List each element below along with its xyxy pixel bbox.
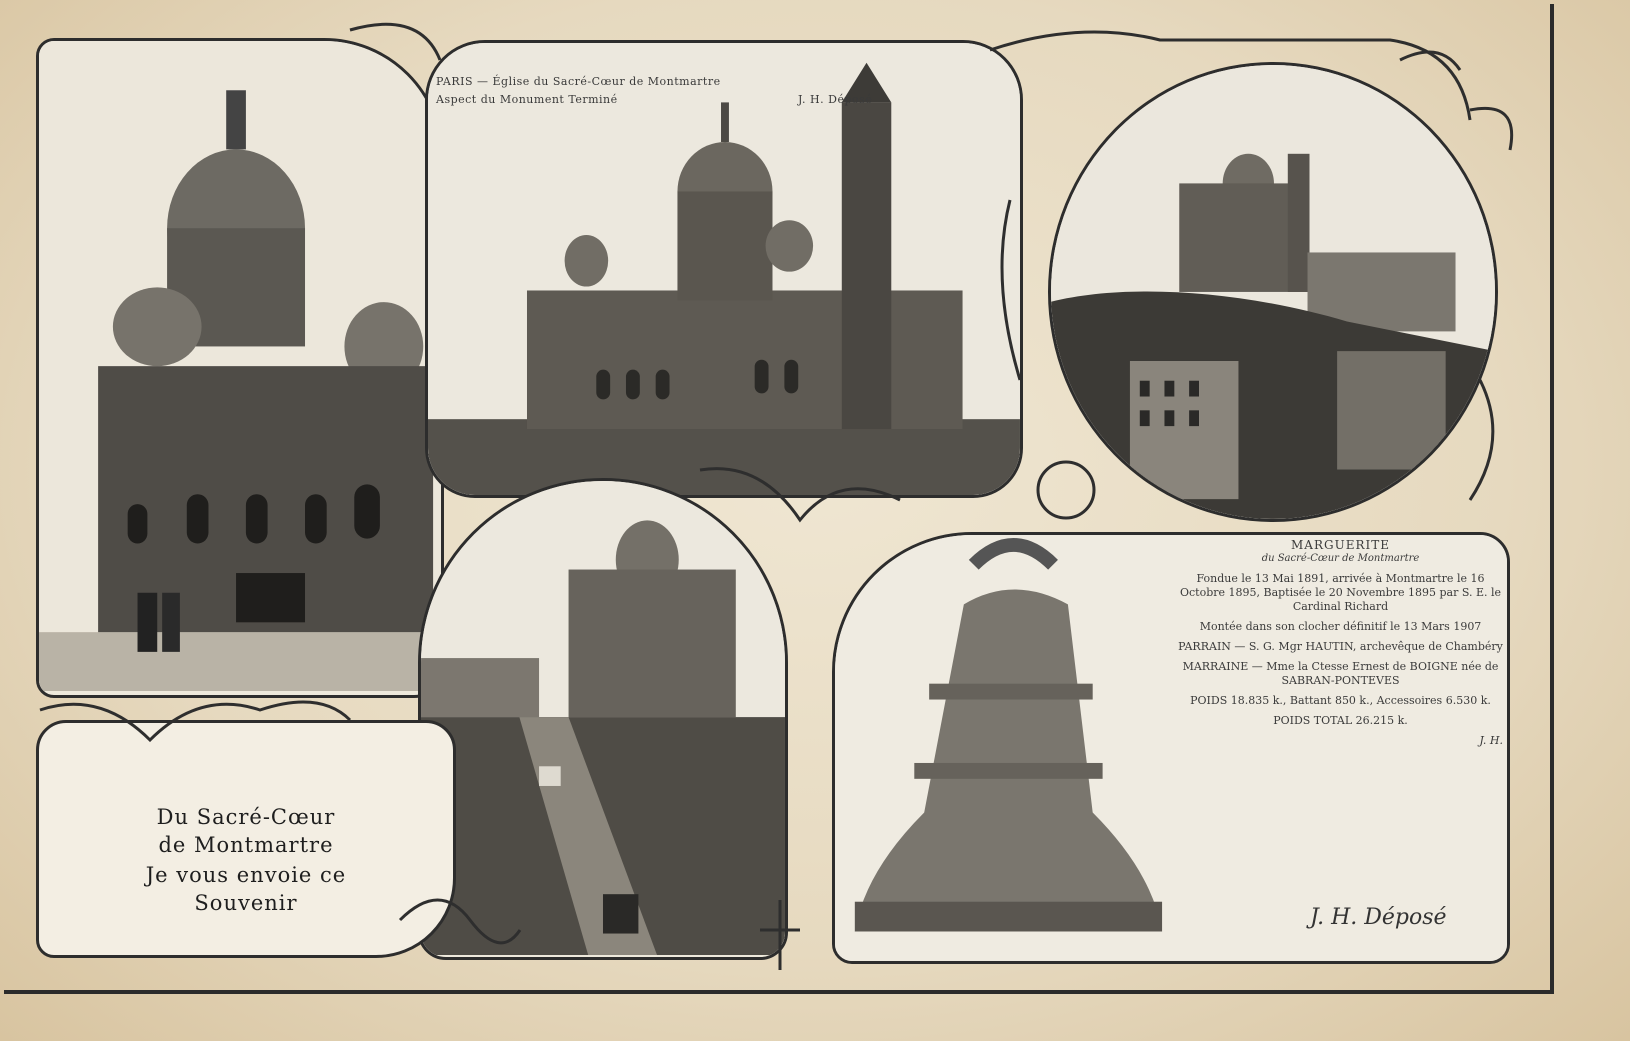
bell-caption: MARGUERITE du Sacré-Cœur de Montmartre F… — [1178, 538, 1503, 748]
bell-title: MARGUERITE — [1291, 538, 1390, 552]
photo-bell-marguerite — [832, 532, 1510, 964]
postcard-frame — [4, 4, 1554, 994]
souvenir-panel: Du Sacré-Cœur de Montmartre Je vous envo… — [36, 720, 456, 958]
bell-weights: POIDS 18.835 k., Battant 850 k., Accesso… — [1190, 694, 1491, 707]
hillside-view-image — [1051, 65, 1495, 519]
photo-basilica-closeup — [36, 38, 444, 698]
bell-godmother: MARRAINE — Mme la Ctesse Ernest de BOIGN… — [1182, 660, 1499, 687]
souvenir-line-1: Du Sacré-Cœur — [156, 805, 336, 829]
monument-complete-image — [428, 43, 1020, 495]
photo-funicular — [418, 478, 788, 960]
bell-godfather: PARRAIN — S. G. Mgr HAUTIN, archevêque d… — [1178, 640, 1503, 653]
bell-history: Fondue le 13 Mai 1891, arrivée à Montmar… — [1179, 572, 1502, 613]
bell-subtitle: du Sacré-Cœur de Montmartre — [1261, 553, 1420, 564]
bell-installation: Montée dans son clocher définitif le 13 … — [1199, 620, 1482, 633]
bell-mark: J. H. — [1479, 734, 1503, 747]
monument-caption-line2: Aspect du Monument Terminé — [436, 93, 618, 106]
monument-caption-line1: PARIS — Église du Sacré-Cœur de Montmart… — [436, 75, 721, 88]
souvenir-line-3: Je vous envoie ce — [145, 863, 347, 887]
photo-hillside-view — [1048, 62, 1498, 522]
signature: J. H. Déposé — [1310, 905, 1447, 930]
bell-image — [835, 535, 1507, 961]
monument-caption-credit: J. H. Déposé — [798, 93, 873, 106]
photo-monument-complete: PARIS — Église du Sacré-Cœur de Montmart… — [425, 40, 1023, 498]
basilica-closeup-image — [39, 41, 441, 692]
souvenir-line-4: Souvenir — [194, 891, 298, 915]
funicular-image — [421, 481, 785, 956]
souvenir-line-2: de Montmartre — [158, 833, 334, 857]
bell-total-weight: POIDS TOTAL 26.215 k. — [1273, 714, 1408, 727]
